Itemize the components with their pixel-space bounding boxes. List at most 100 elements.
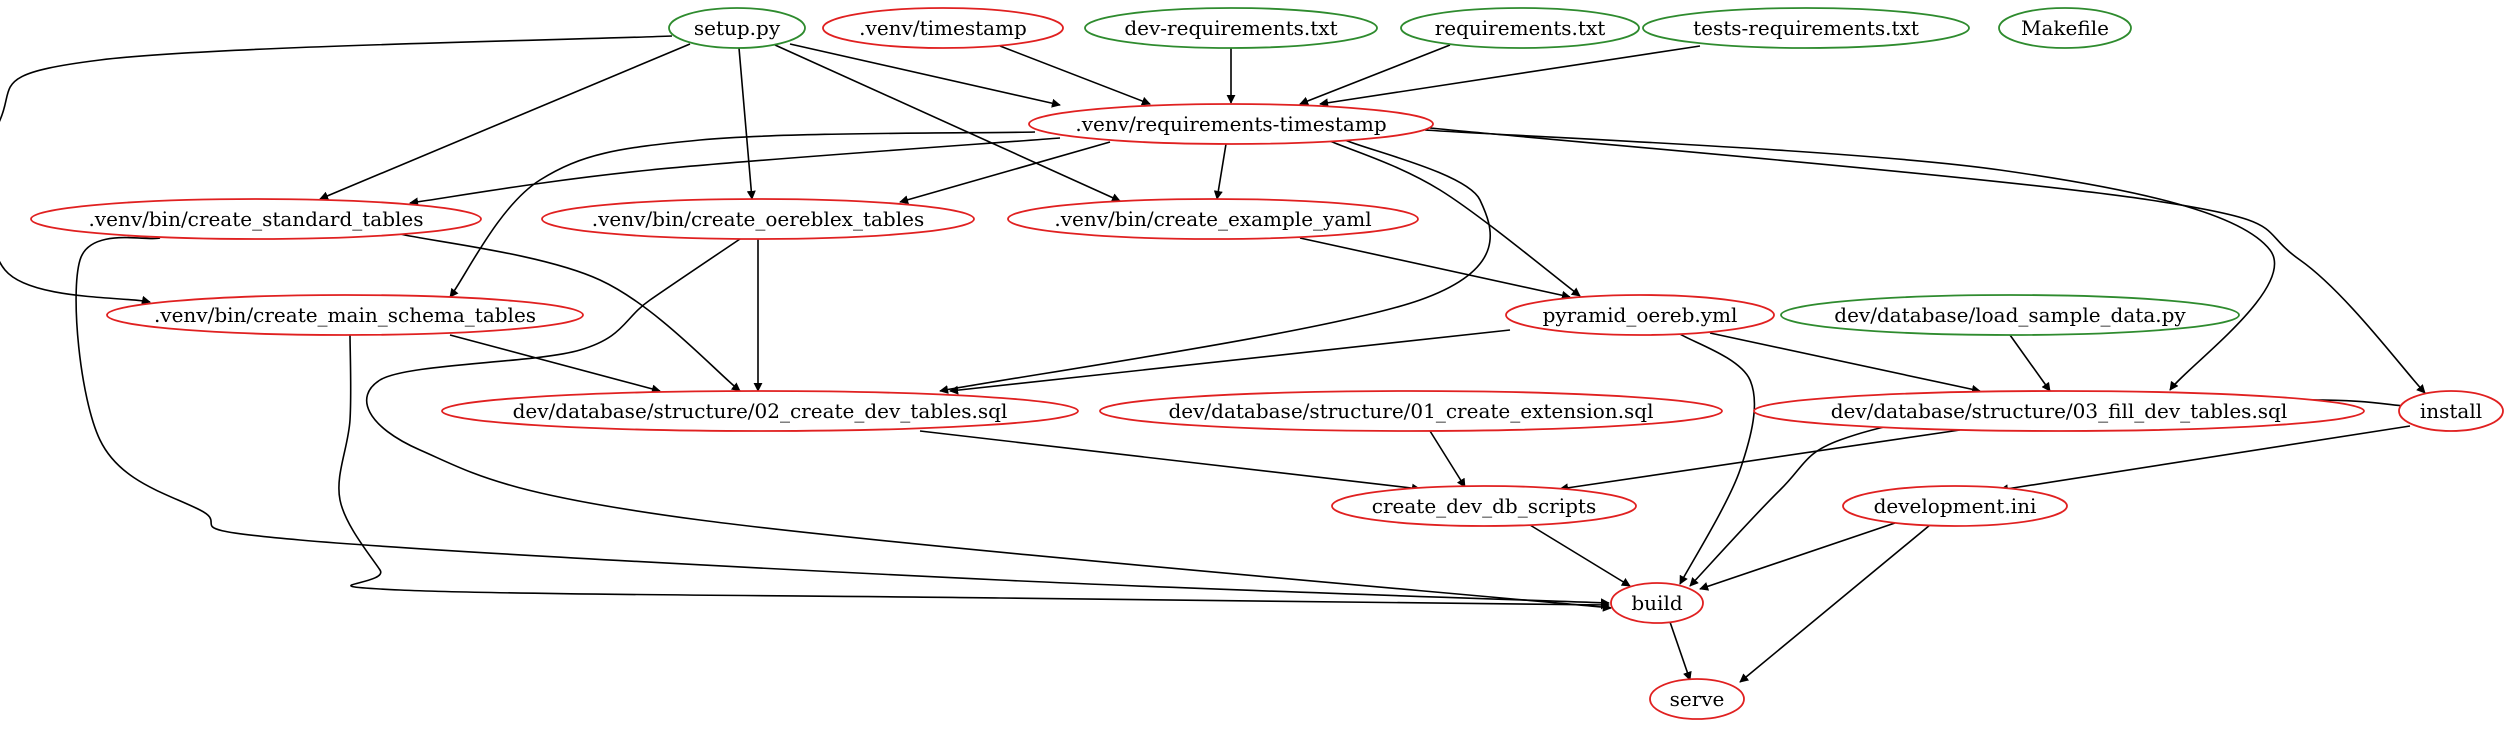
node-label: build [1631,591,1682,615]
node-create-main-schema-tables: .venv/bin/create_main_schema_tables [106,294,584,336]
edge-pyramid-oereb-yml-to-build [1679,333,1756,585]
node-tests-requirements: tests-requirements.txt [1642,7,1970,49]
edge-requirements-to-req-timestamp [1299,44,1451,106]
edge-venv-timestamp-to-req-timestamp [999,45,1151,106]
node-ellipse [1505,294,1775,336]
node-makefile: Makefile [1998,7,2132,49]
edge-create-main-schema-tables-to-create-dev-tables-sql [449,334,661,394]
node-ellipse [441,390,1079,432]
edge-install-to-development-ini [1999,425,2411,494]
edge-req-timestamp-to-create-main-schema-tables [449,131,1036,298]
node-label: dev-requirements.txt [1124,16,1337,40]
node-setup-py: setup.py [668,7,806,49]
edges-layer [0,35,2426,683]
edge-setup-py-to-req-timestamp [789,43,1061,108]
node-label: .venv/bin/create_main_schema_tables [154,303,536,327]
node-ellipse [1084,7,1378,49]
edge-setup-py-to-create-main-schema-tables [0,35,673,305]
node-ellipse [1642,7,1970,49]
node-development-ini: development.ini [1842,485,2068,527]
node-serve: serve [1649,678,1745,720]
node-label: dev/database/load_sample_data.py [1834,303,2186,327]
edge-fill-dev-tables-sql-to-create-dev-db-scripts [1559,429,1961,493]
edge-req-timestamp-to-pyramid-oereb-yml [1329,140,1581,297]
edge-setup-py-to-create-example-yaml [774,44,1121,202]
edge-setup-py-to-create-standard-tables [319,43,691,201]
nodes-layer: setup.py .venv/timestamp dev-requirements.… [30,7,2504,720]
node-ellipse [1753,390,2365,432]
node-label: .venv/timestamp [859,16,1027,40]
node-ellipse [1780,294,2240,336]
node-label: .venv/requirements-timestamp [1075,112,1386,136]
node-requirements: requirements.txt [1400,7,1640,49]
node-label: setup.py [694,16,781,40]
edge-req-timestamp-to-create-example-yaml [1213,143,1227,200]
node-label: .venv/bin/create_oereblex_tables [592,207,924,231]
edge-pyramid-oereb-yml-to-fill-dev-tables-sql [1709,332,1981,394]
edge-req-timestamp-to-install [1429,127,2426,394]
edge-create-standard-tables-to-build [75,236,1610,608]
node-install: install [2398,390,2504,432]
node-req-timestamp: .venv/requirements-timestamp [1028,103,1434,145]
edge-create-main-schema-tables-to-build [338,334,1610,610]
node-label: install [2420,399,2482,423]
edge-create-example-yaml-to-pyramid-oereb-yml [1299,237,1571,300]
node-label: .venv/bin/create_standard_tables [88,207,423,231]
edge-create-extension-sql-to-create-dev-db-scripts [1429,430,1466,488]
node-label: development.ini [1874,494,2037,518]
edge-create-standard-tables-to-create-dev-tables-sql [399,233,741,392]
node-create-standard-tables: .venv/bin/create_standard_tables [30,198,482,240]
edge-tests-requirements-to-req-timestamp [1319,45,1701,108]
node-ellipse [1331,485,1637,527]
node-ellipse [1007,198,1419,240]
node-ellipse [1028,103,1434,145]
node-create-example-yaml: .venv/bin/create_example_yaml [1007,198,1419,240]
edge-create-oereblex-tables-to-build [365,238,1612,612]
node-label: pyramid_oereb.yml [1543,303,1738,327]
edge-development-ini-to-build [1699,522,1896,591]
node-ellipse [541,198,975,240]
node-ellipse [668,7,806,49]
node-label: dev/database/structure/03_fill_dev_table… [1831,399,2288,423]
edge-req-timestamp-to-create-standard-tables [409,137,1061,207]
edge-build-to-serve [1669,621,1692,681]
node-ellipse [1998,7,2132,49]
node-fill-dev-tables-sql: dev/database/structure/03_fill_dev_table… [1753,390,2365,432]
edge-req-timestamp-to-create-oereblex-tables [899,141,1111,205]
edge-pyramid-oereb-yml-to-create-dev-tables-sql [949,329,1511,395]
node-ellipse [1649,678,1745,720]
edge-req-timestamp-to-fill-dev-tables-sql [1424,129,2276,391]
node-ellipse [30,198,482,240]
node-load-sample-data: dev/database/load_sample_data.py [1780,294,2240,336]
node-ellipse [1610,582,1704,624]
node-build: build [1610,582,1704,624]
node-label: serve [1670,687,1725,711]
edge-create-dev-tables-sql-to-create-dev-db-scripts [919,430,1421,493]
edge-create-dev-db-scripts-to-build [1529,524,1631,587]
node-create-dev-db-scripts: create_dev_db_scripts [1331,485,1637,527]
node-ellipse [2398,390,2504,432]
node-venv-timestamp: .venv/timestamp [822,7,1064,49]
edge-development-ini-to-serve [1739,524,1931,683]
node-dev-requirements: dev-requirements.txt [1084,7,1378,49]
node-ellipse [1099,390,1723,432]
node-create-extension-sql: dev/database/structure/01_create_extensi… [1099,390,1723,432]
node-ellipse [1400,7,1640,49]
node-ellipse [822,7,1064,49]
edge-setup-py-to-create-oereblex-tables [738,47,756,200]
node-label: dev/database/structure/02_create_dev_tab… [513,399,1008,423]
node-label: tests-requirements.txt [1693,16,1919,40]
edge-load-sample-data-to-fill-dev-tables-sql [2009,334,2051,392]
node-create-oereblex-tables: .venv/bin/create_oereblex_tables [541,198,975,240]
edge-req-timestamp-to-create-dev-tables-sql [939,139,1491,394]
node-label: .venv/bin/create_example_yaml [1054,207,1371,231]
node-ellipse [1842,485,2068,527]
node-label: create_dev_db_scripts [1372,494,1596,518]
node-label: requirements.txt [1435,16,1606,40]
node-create-dev-tables-sql: dev/database/structure/02_create_dev_tab… [441,390,1079,432]
node-pyramid-oereb-yml: pyramid_oereb.yml [1505,294,1775,336]
node-label: dev/database/structure/01_create_extensi… [1168,399,1653,423]
node-label: Makefile [2021,16,2109,40]
node-ellipse [106,294,584,336]
